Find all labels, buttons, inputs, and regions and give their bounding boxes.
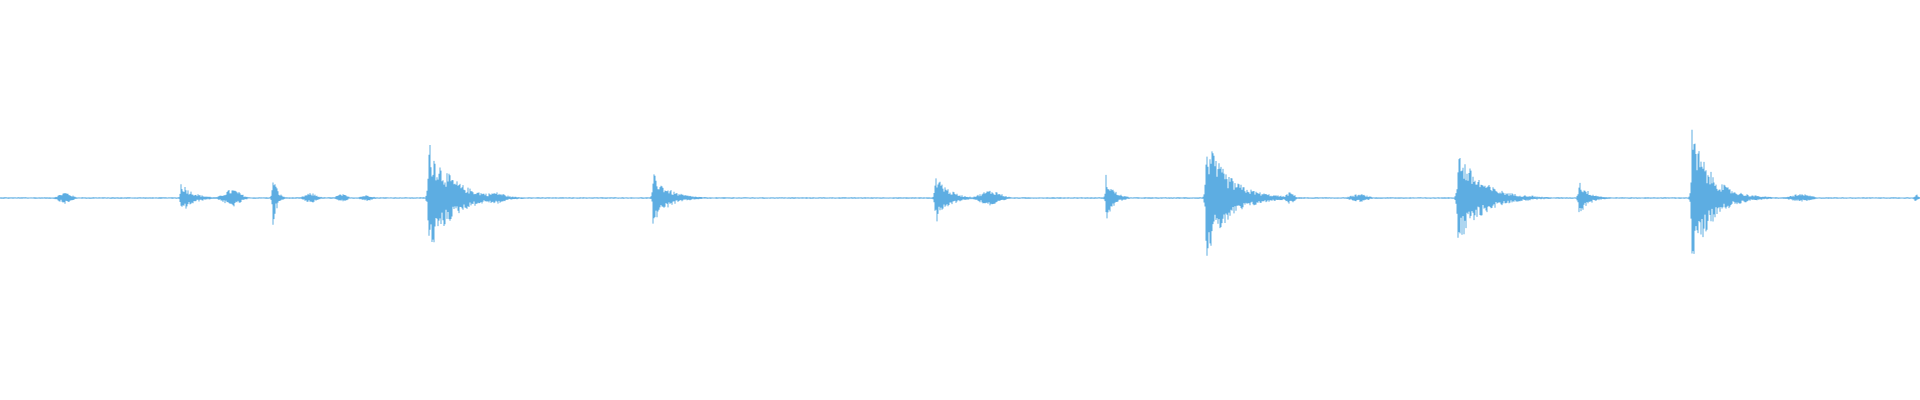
waveform-signal — [0, 129, 1920, 256]
